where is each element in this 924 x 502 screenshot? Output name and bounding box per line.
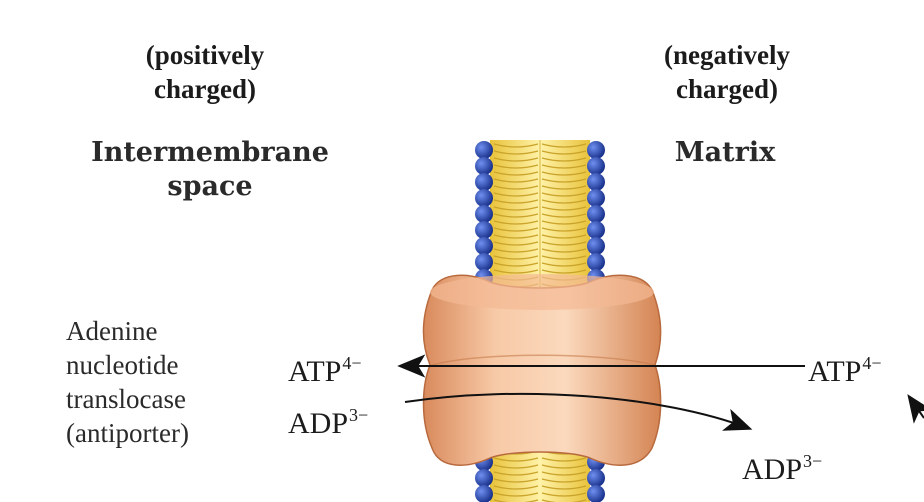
atp-left-label: ATP4− bbox=[288, 353, 362, 388]
lipid-head bbox=[587, 157, 605, 175]
lipid-tail bbox=[493, 150, 539, 155]
lipid-tail bbox=[493, 164, 539, 169]
incoming-arrow bbox=[907, 394, 924, 424]
lipid-tail bbox=[493, 234, 539, 239]
translocase-label: Adenine nucleotide translocase (antiport… bbox=[66, 316, 189, 448]
lipid-tail bbox=[493, 499, 539, 502]
lipid-head bbox=[475, 173, 493, 191]
lipid-head bbox=[475, 157, 493, 175]
lipid-tail bbox=[493, 220, 539, 225]
lipid-tail bbox=[493, 213, 539, 218]
lipid-tail bbox=[541, 143, 587, 148]
adp-arrow bbox=[404, 392, 753, 431]
lipid-tail bbox=[541, 164, 587, 169]
lipid-tail bbox=[541, 199, 587, 204]
lipid-tail bbox=[493, 171, 539, 176]
adp-right-label: ADP3− bbox=[742, 451, 823, 486]
membrane-upper bbox=[475, 140, 605, 303]
lipid-head bbox=[475, 221, 493, 239]
lipid-head bbox=[475, 189, 493, 207]
lipid-head bbox=[587, 173, 605, 191]
lipid-tail bbox=[493, 269, 539, 274]
lipid-tail bbox=[541, 171, 587, 176]
lipid-tail bbox=[541, 248, 587, 253]
lipid-tail bbox=[541, 150, 587, 155]
lipid-head bbox=[587, 189, 605, 207]
intermembrane-space-label: Intermembrane space bbox=[91, 137, 329, 202]
lipid-head bbox=[475, 253, 493, 271]
matrix-label: Matrix bbox=[674, 137, 776, 168]
lipid-tail bbox=[493, 199, 539, 204]
lipid-head bbox=[587, 205, 605, 223]
lipid-tail bbox=[493, 227, 539, 232]
lipid-tail bbox=[493, 143, 539, 148]
lipid-tail bbox=[493, 248, 539, 253]
lipid-head bbox=[587, 469, 605, 487]
lipid-tail bbox=[541, 157, 587, 162]
lipid-tail bbox=[493, 464, 539, 469]
lipid-head bbox=[475, 205, 493, 223]
lipid-tail bbox=[541, 269, 587, 274]
lipid-tail bbox=[541, 192, 587, 197]
lipid-tail bbox=[541, 206, 587, 211]
adp-left-label: ADP3− bbox=[288, 405, 369, 440]
lipid-tail bbox=[493, 185, 539, 190]
lipid-head bbox=[587, 221, 605, 239]
lipid-tail bbox=[541, 457, 587, 462]
lipid-tail bbox=[541, 262, 587, 267]
lipid-tail bbox=[493, 157, 539, 162]
lipid-tail bbox=[541, 227, 587, 232]
lipid-tail bbox=[493, 457, 539, 462]
lipid-tail bbox=[541, 234, 587, 239]
lipid-tail bbox=[493, 492, 539, 497]
lipid-tail bbox=[541, 471, 587, 476]
lipid-tail bbox=[493, 206, 539, 211]
lipid-tail bbox=[541, 478, 587, 483]
lipid-head bbox=[475, 469, 493, 487]
translocase-protein bbox=[422, 274, 662, 466]
lipid-head bbox=[587, 485, 605, 502]
lipid-tail bbox=[493, 485, 539, 490]
lipid-tail bbox=[541, 499, 587, 502]
lipid-tail bbox=[541, 178, 587, 183]
intermembrane-charge-label: (positively charged) bbox=[145, 40, 265, 104]
lipid-tail bbox=[493, 262, 539, 267]
lipid-tail bbox=[493, 178, 539, 183]
lipid-tail bbox=[541, 492, 587, 497]
lipid-tail bbox=[493, 478, 539, 483]
lipid-tail bbox=[541, 241, 587, 246]
matrix-charge-label: (negatively charged) bbox=[664, 40, 790, 104]
lipid-tail bbox=[493, 241, 539, 246]
atp-right-label: ATP4− bbox=[808, 353, 882, 388]
lipid-head bbox=[587, 237, 605, 255]
lipid-head bbox=[475, 237, 493, 255]
lipid-tail bbox=[541, 220, 587, 225]
lipid-tail bbox=[541, 185, 587, 190]
lipid-tail bbox=[493, 255, 539, 260]
lipid-head bbox=[475, 485, 493, 502]
lipid-head bbox=[475, 141, 493, 159]
lipid-tail bbox=[541, 464, 587, 469]
lipid-head bbox=[587, 253, 605, 271]
lipid-tail bbox=[541, 213, 587, 218]
lipid-tail bbox=[493, 192, 539, 197]
lipid-tail bbox=[541, 255, 587, 260]
lipid-tail bbox=[541, 485, 587, 490]
lipid-tail bbox=[493, 471, 539, 476]
lipid-head bbox=[587, 141, 605, 159]
